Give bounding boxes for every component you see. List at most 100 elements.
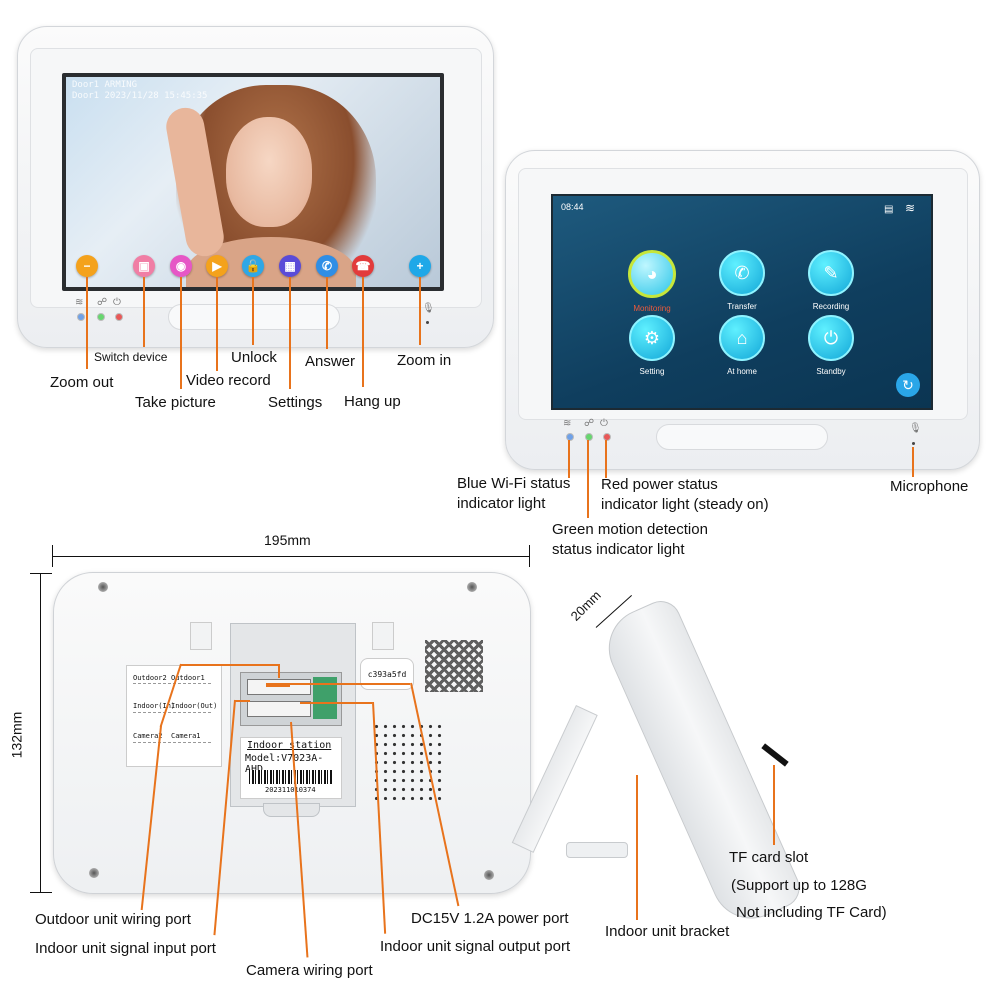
mic-icon: 🎙	[422, 303, 435, 314]
leader-outdoor-h	[180, 664, 278, 666]
terminal-pins	[133, 683, 211, 692]
label-dc-power: DC15V 1.2A power port	[411, 910, 569, 927]
terminal-label-indoor-in: Indoor(In)	[133, 702, 176, 710]
terminal-label-camera2: Camera2	[133, 732, 163, 740]
answer-button[interactable]: ✆	[316, 255, 338, 277]
power-icon: ⏻	[808, 315, 854, 361]
monitor-video-feed: Door1 ARMING Door1 2023/11/28 15:45:35	[66, 77, 440, 287]
leader-bracket	[636, 775, 638, 920]
tf-card-slot	[761, 743, 789, 767]
menu-item-transfer[interactable]: ✆ Transfer	[697, 250, 787, 311]
wifi-led	[77, 313, 85, 321]
port-block	[240, 672, 342, 726]
wifi-indicator-icon: ≋	[75, 297, 84, 308]
hang-up-button[interactable]: ☎	[352, 255, 374, 277]
menu-item-monitoring[interactable]: ◕ Monitoring	[607, 250, 697, 313]
leader-settings	[289, 277, 291, 389]
connector-row-1	[247, 679, 311, 695]
portrait-face	[226, 117, 312, 227]
label-switch-device: Switch device	[94, 350, 168, 364]
unlock-button[interactable]: 🔓	[242, 255, 264, 277]
switch-device-button[interactable]: ▣	[133, 255, 155, 277]
width-dimension-line	[52, 556, 530, 557]
height-dimension-tick-bottom	[30, 892, 52, 893]
leader-take-picture	[180, 277, 182, 389]
wifi-indicator-icon-2: ≋	[563, 418, 572, 429]
zoom-out-button[interactable]: −	[76, 255, 98, 277]
mic-hole	[426, 321, 429, 324]
clock: 08:44	[561, 202, 584, 212]
green-motion-led	[585, 433, 593, 441]
motion-indicator-icon-2: ☍	[584, 418, 595, 429]
mic-icon-2: 🎙	[909, 423, 922, 434]
leader-answer	[326, 277, 328, 349]
label-bracket: Indoor unit bracket	[605, 923, 730, 940]
power-indicator-icon: ⏻	[113, 297, 121, 308]
connector-row-2	[247, 701, 311, 717]
label-indoor-signal-out: Indoor unit signal output port	[380, 938, 571, 955]
zoom-in-button[interactable]: +	[409, 255, 431, 277]
label-blue-wifi-2: indicator light	[457, 495, 546, 512]
depth-dimension-label: 20mm	[567, 587, 604, 624]
leader-tf-slot	[773, 765, 775, 845]
leader-red-power	[605, 440, 607, 478]
refresh-button[interactable]: ↻	[896, 373, 920, 397]
osd-datetime-line: Door1 2023/11/28 15:45:35	[72, 91, 208, 101]
mount-slot-2	[372, 622, 394, 650]
leader-dc-power-h	[290, 683, 410, 685]
terminal-label-outdoor2: Outdoor2	[133, 674, 167, 682]
label-green-motion-2: status indicator light	[552, 541, 685, 558]
leader-switch-device	[143, 277, 145, 347]
camera-icon: ◕	[628, 250, 676, 298]
gear-icon: ⚙	[629, 315, 675, 361]
menu-item-setting[interactable]: ⚙ Setting	[607, 315, 697, 376]
barcode	[249, 770, 333, 784]
label-zoom-out: Zoom out	[50, 374, 114, 391]
leader-indoor-out-h	[300, 702, 372, 704]
terminal-pins-3	[133, 742, 211, 751]
width-dimension-tick-right	[529, 545, 530, 567]
screw-bottom-right	[484, 870, 494, 880]
label-indoor-signal-in: Indoor unit signal input port	[35, 940, 216, 957]
sd-card-icon: ▤	[884, 204, 894, 215]
label-red-power-2: indicator light (steady on)	[601, 496, 769, 513]
label-red-power-1: Red power status	[601, 476, 718, 493]
width-dimension-label: 195mm	[264, 532, 311, 548]
label-green-motion-1: Green motion detection	[552, 521, 708, 538]
mic-hole-2	[912, 442, 915, 445]
home-user-icon: ⌂	[719, 315, 765, 361]
menu-item-recording[interactable]: ✎ Recording	[786, 250, 876, 311]
home-menu-screen: 08:44 ▤ ≋ ◕ Monitoring ✆ Transfer ✎ Reco…	[551, 194, 933, 410]
screw-top-right	[467, 582, 477, 592]
screw-bottom-left	[89, 868, 99, 878]
power-indicator-icon-2: ⏻	[600, 418, 608, 429]
label-take-picture: Take picture	[135, 394, 216, 411]
menu-item-standby[interactable]: ⏻ Standby	[786, 315, 876, 376]
label-tf-slot: TF card slot	[729, 849, 809, 866]
width-dimension-tick-left	[52, 545, 53, 567]
label-answer: Answer	[305, 353, 356, 370]
motion-led	[97, 313, 105, 321]
screw-top-left	[98, 582, 108, 592]
serial-number: c393a5fd	[367, 669, 407, 679]
label-video-record: Video record	[186, 372, 271, 389]
front-touch-bar	[168, 304, 340, 330]
leader-video-record	[216, 277, 218, 371]
settings-button[interactable]: ▦	[279, 255, 301, 277]
menu-item-at-home[interactable]: ⌂ At home	[697, 315, 787, 376]
label-camera-wiring: Camera wiring port	[246, 962, 373, 979]
height-dimension-label: 132mm	[8, 711, 25, 759]
wifi-icon: ≋	[905, 201, 916, 215]
label-tf-support: (Support up to 128G	[731, 877, 867, 894]
video-record-button[interactable]: ▶	[206, 255, 228, 277]
mount-slot-1	[190, 622, 212, 650]
terminal-label-outdoor1: Outdoor1	[171, 674, 205, 682]
label-settings: Settings	[268, 394, 323, 411]
recording-icon: ✎	[808, 250, 854, 296]
bottom-tab	[263, 803, 320, 817]
blue-wifi-led	[566, 433, 574, 441]
leader-zoom-out	[86, 277, 88, 369]
take-picture-button[interactable]: ◉	[170, 255, 192, 277]
menu-touch-bar	[656, 424, 828, 450]
label-unlock: Unlock	[231, 349, 277, 366]
